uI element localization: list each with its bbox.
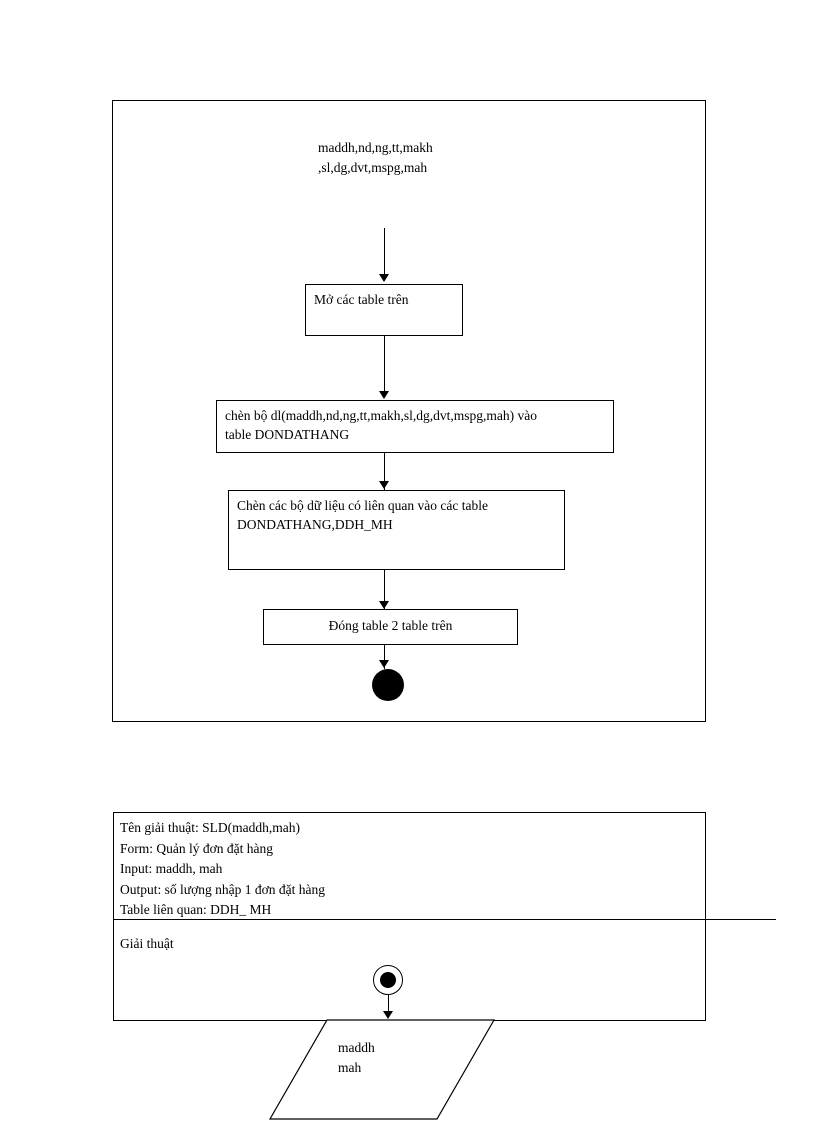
arrowhead-params-to-step1 <box>379 274 389 282</box>
connector-step1-to-step2 <box>384 336 385 392</box>
connector-params-to-step1 <box>384 228 385 276</box>
connector-step3-to-step4 <box>384 570 385 612</box>
arrowhead-step2-to-step3 <box>379 481 389 489</box>
end-node <box>372 669 404 701</box>
process-box-insert-related-rows: Chèn các bộ dữ liệu có liên quan vào các… <box>228 490 565 570</box>
algorithm-section-label: Giải thuật <box>120 936 174 951</box>
arrowhead-step4-to-end <box>379 660 389 668</box>
algorithm-spec-panel <box>113 812 706 1021</box>
process-box-open-tables: Mở các table trên <box>305 284 463 336</box>
parallelogram-shape <box>268 1019 496 1120</box>
input-symbol-label: maddh mah <box>338 1040 375 1075</box>
arrowhead-start-to-input <box>383 1011 393 1019</box>
connector-step4-to-end <box>384 645 385 669</box>
start-node-center <box>380 972 396 988</box>
arrowhead-step3-to-step4 <box>379 601 389 609</box>
algorithm-spec-text: Tên giải thuật: SLD(maddh,mah) Form: Quả… <box>120 820 325 918</box>
process-box-close-tables: Đóng table 2 table trên <box>263 609 518 645</box>
input-symbol-parallelogram <box>264 1018 500 1123</box>
arrowhead-step1-to-step2 <box>379 391 389 399</box>
spec-divider <box>113 919 776 920</box>
parallelogram-outline <box>268 1019 496 1120</box>
input-parameters-label: maddh,nd,ng,tt,makh ,sl,dg,dvt,mspg,mah <box>318 140 433 175</box>
connector-start-to-input <box>388 995 389 1017</box>
process-box-insert-dondathang: chèn bộ dl(maddh,nd,ng,tt,makh,sl,dg,dvt… <box>216 400 614 453</box>
connector-step2-to-step3 <box>384 453 385 498</box>
